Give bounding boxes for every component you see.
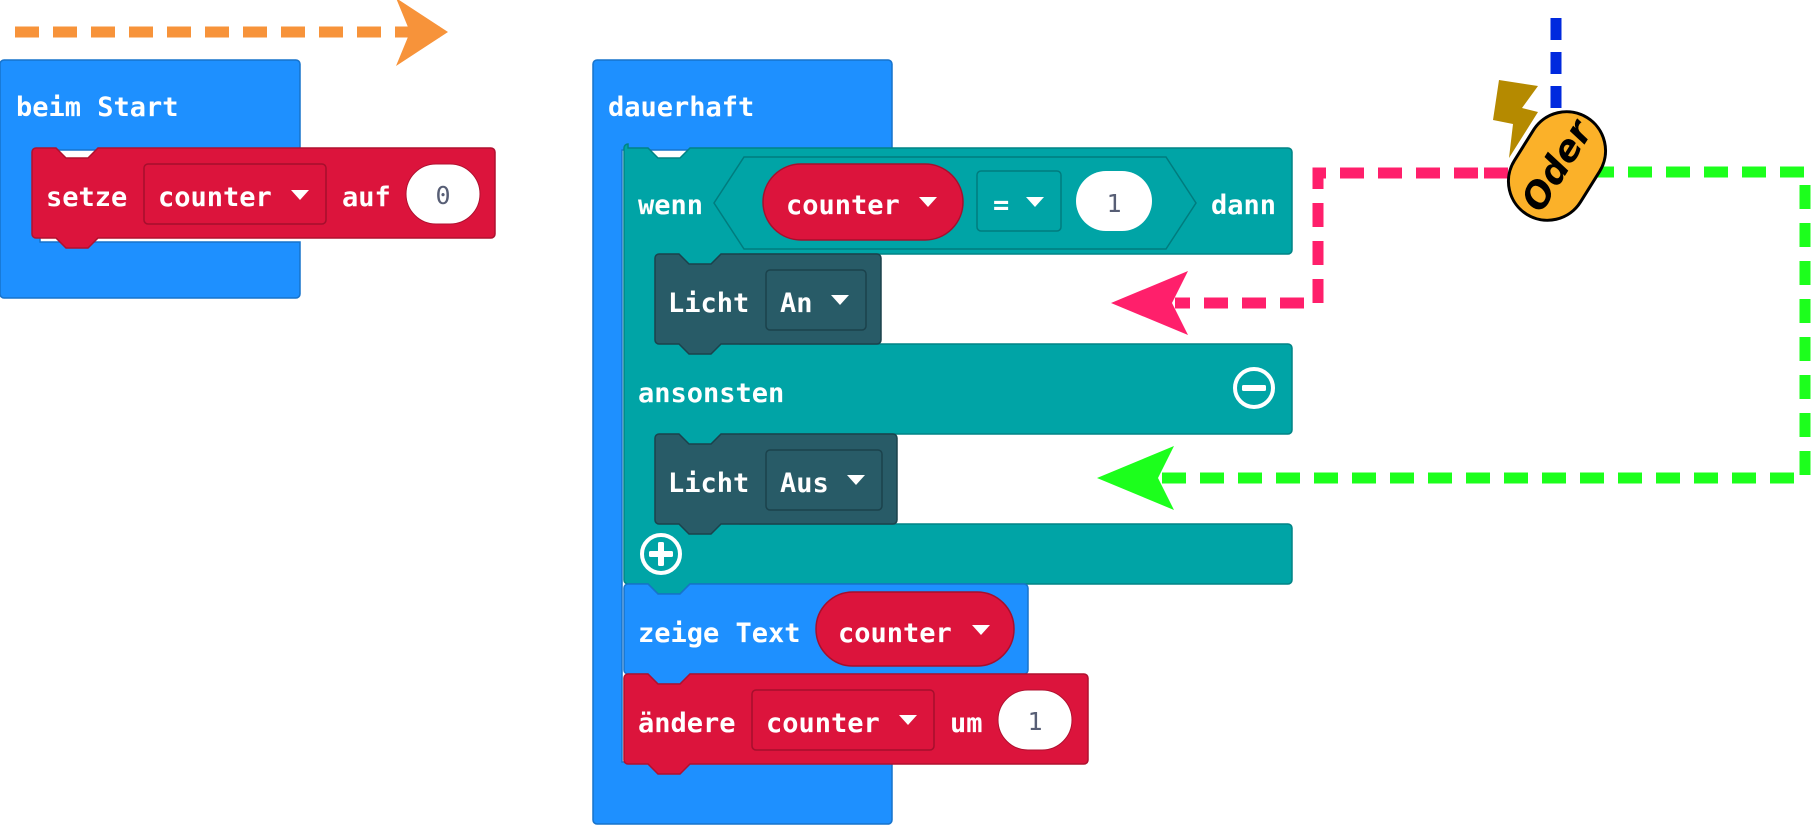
forever-block[interactable]: dauerhaft wenn counter = 1 dann Licht An: [592, 59, 1293, 825]
set-variable-name: counter: [158, 182, 272, 213]
show-text-block[interactable]: zeige Text counter: [623, 583, 1029, 685]
set-variable-dropdown[interactable]: [143, 163, 327, 225]
chevron-down-icon: [919, 197, 937, 207]
change-by-label: um: [950, 708, 983, 739]
light-on-block[interactable]: Licht An: [654, 253, 882, 355]
forever-hat-label: dauerhaft: [608, 92, 754, 123]
light-off-dropdown[interactable]: [765, 449, 883, 511]
if-else-block[interactable]: wenn counter = 1 dann Licht An ansonsten: [623, 143, 1293, 595]
else-label: ansonsten: [638, 378, 784, 409]
then-label: dann: [1211, 190, 1276, 221]
compare-value-input[interactable]: [1076, 171, 1152, 231]
show-text-variable-pill[interactable]: [815, 591, 1015, 667]
remove-else-icon[interactable]: [1233, 367, 1275, 409]
light-off-block[interactable]: Licht Aus: [654, 433, 898, 535]
light-off-option: Aus: [780, 468, 829, 499]
on-start-hat-label: beim Start: [16, 92, 179, 123]
chevron-down-icon: [847, 475, 865, 485]
change-variable-block[interactable]: ändere counter um 1: [623, 673, 1089, 775]
set-label: setze: [46, 182, 127, 213]
compare-value: 1: [1106, 189, 1121, 218]
light-off-label: Licht: [668, 468, 749, 499]
change-variable-name: counter: [766, 708, 880, 739]
set-variable-block[interactable]: setze counter auf 0: [31, 147, 496, 249]
set-value-input[interactable]: [405, 163, 481, 225]
show-text-label: zeige Text: [638, 618, 801, 649]
change-value: 1: [1027, 707, 1042, 736]
lightning-icon: [1493, 80, 1538, 158]
operator-dropdown[interactable]: [976, 170, 1062, 232]
condition-variable-pill[interactable]: [762, 163, 964, 241]
set-to-label: auf: [342, 182, 391, 213]
light-on-label: Licht: [668, 288, 749, 319]
chevron-down-icon: [899, 715, 917, 725]
on-start-block[interactable]: beim Start setze counter auf 0: [0, 59, 496, 299]
chevron-down-icon: [1026, 197, 1044, 207]
operator-value: =: [993, 190, 1009, 221]
add-else-if-icon[interactable]: [640, 533, 682, 575]
orange-arrow: [15, 0, 448, 66]
set-value: 0: [435, 181, 450, 210]
condition-variable-name: counter: [786, 190, 900, 221]
light-on-dropdown[interactable]: [765, 269, 867, 331]
if-label: wenn: [638, 190, 703, 221]
light-on-option: An: [780, 288, 813, 319]
change-variable-dropdown[interactable]: [751, 689, 935, 751]
change-value-input[interactable]: [997, 689, 1073, 751]
show-text-variable-name: counter: [838, 618, 952, 649]
green-arrow: [1097, 166, 1811, 510]
chevron-down-icon: [831, 295, 849, 305]
pink-arrow: [1111, 167, 1508, 335]
chevron-down-icon: [972, 625, 990, 635]
chevron-down-icon: [291, 190, 309, 200]
change-label: ändere: [638, 708, 736, 739]
